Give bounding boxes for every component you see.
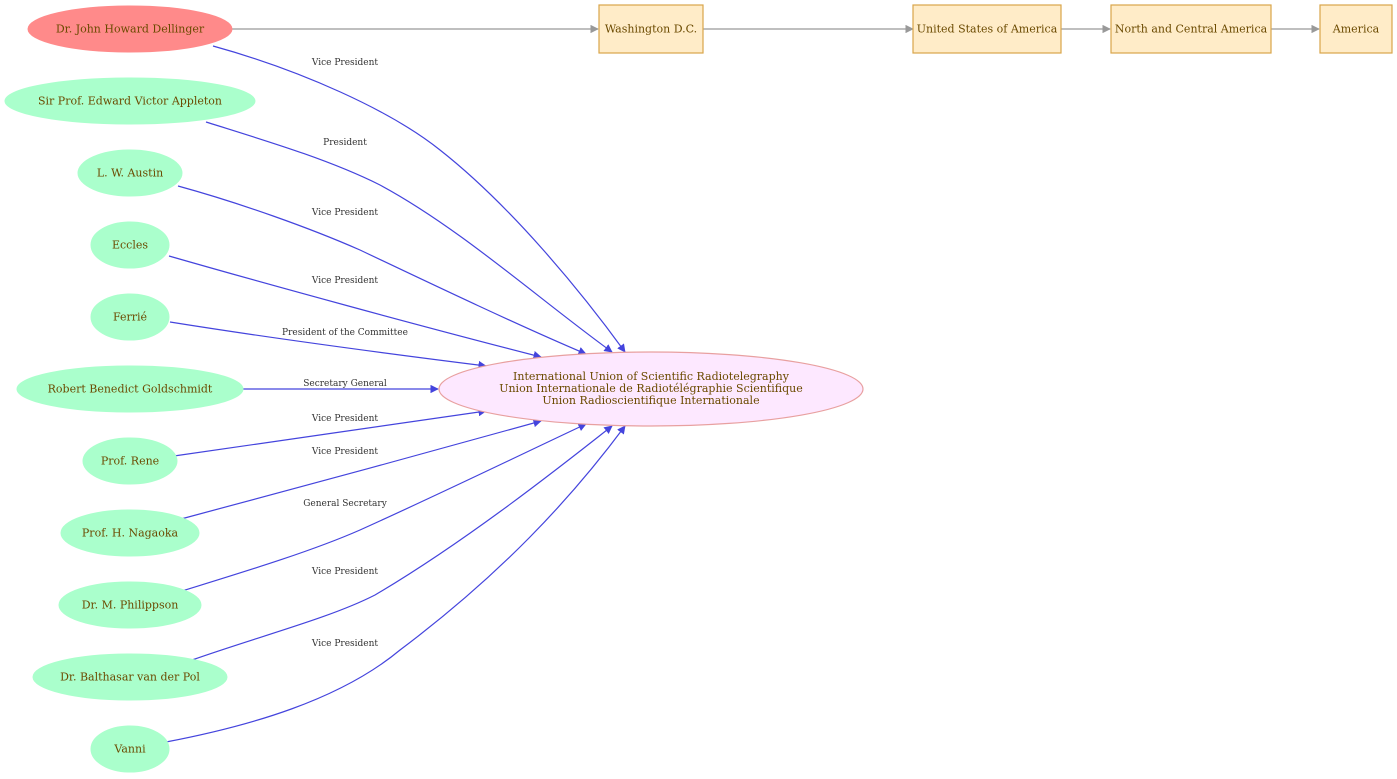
node-shape-goldschmidt	[16, 365, 244, 413]
node-person-eccles[interactable]: Eccles	[90, 221, 170, 269]
node-shape-vanni	[90, 725, 170, 773]
node-label-austin: L. W. Austin	[97, 167, 163, 180]
node-shape-vanderpol	[32, 653, 228, 701]
edge-label-ferrie: President of the Committee	[282, 328, 408, 338]
edge-label-vanderpol: Vice President	[311, 567, 379, 577]
node-shape-nagaoka	[60, 509, 200, 557]
node-shape-ferrie	[90, 293, 170, 341]
node-shape-appleton	[4, 77, 256, 125]
edge-appleton-org	[205, 121, 613, 353]
edge-label-nagaoka: Vice President	[311, 447, 379, 457]
node-label-nagaoka: Prof. H. Nagaoka	[82, 527, 179, 540]
node-label-usa: United States of America	[917, 23, 1058, 36]
node-label-nca: North and Central America	[1115, 23, 1268, 36]
edge-rene-org	[173, 407, 487, 457]
edge-label-appleton: President	[323, 138, 367, 148]
node-person-philippson[interactable]: Dr. M. Philippson	[58, 581, 202, 629]
edge-vanderpol-org	[191, 425, 613, 661]
edge-nagaoka-org	[180, 418, 542, 520]
role-edges	[165, 45, 626, 743]
node-label-philippson: Dr. M. Philippson	[82, 599, 179, 612]
node-person-austin[interactable]: L. W. Austin	[77, 149, 183, 197]
node-person-ferrie[interactable]: Ferrié	[90, 293, 170, 341]
org-name-french: Union Internationale de Radiotélégraphie…	[499, 382, 803, 395]
edge-label-goldschmidt: Secretary General	[303, 379, 387, 389]
node-label-vanderpol: Dr. Balthasar van der Pol	[60, 671, 200, 684]
place-nodes: Washington D.C. United States of America…	[598, 4, 1393, 54]
node-label-eccles: Eccles	[112, 239, 148, 252]
edge-austin-org	[177, 185, 587, 355]
node-label-main-person: Dr. John Howard Dellinger	[56, 23, 205, 36]
edge-label-eccles: Vice President	[311, 276, 379, 286]
node-shape-eccles	[90, 221, 170, 269]
node-person-nagaoka[interactable]: Prof. H. Nagaoka	[60, 509, 200, 557]
node-organization[interactable]: International Union of Scientific Radiot…	[438, 351, 864, 427]
node-label-america: America	[1332, 23, 1380, 36]
node-shape-austin	[77, 149, 183, 197]
node-shape-rene	[82, 437, 178, 485]
node-shape-main-person	[27, 5, 233, 53]
edge-labels: Vice President President Vice President …	[282, 58, 408, 649]
node-person-appleton[interactable]: Sir Prof. Edward Victor Appleton	[4, 77, 256, 125]
edge-label-dellinger: Vice President	[311, 58, 379, 68]
edge-vanni-org	[165, 425, 626, 743]
edge-label-austin: Vice President	[311, 208, 379, 218]
node-label-washington: Washington D.C.	[605, 23, 697, 36]
node-person-vanderpol[interactable]: Dr. Balthasar van der Pol	[32, 653, 228, 701]
node-label-appleton: Sir Prof. Edward Victor Appleton	[38, 95, 222, 108]
node-label-goldschmidt: Robert Benedict Goldschmidt	[48, 383, 213, 396]
node-label-ferrie: Ferrié	[113, 311, 147, 324]
node-shape-nca	[1110, 4, 1272, 54]
org-name-english: International Union of Scientific Radiot…	[513, 370, 790, 383]
edge-label-rene: Vice President	[311, 414, 379, 424]
org-name-ursi: Union Radioscientifique Internationale	[542, 394, 759, 407]
node-person-vanni[interactable]: Vanni	[90, 725, 170, 773]
node-place-nca[interactable]: North and Central America	[1110, 4, 1272, 54]
node-label-vanni: Vanni	[113, 743, 146, 756]
edge-philippson-org	[181, 423, 587, 592]
node-place-usa[interactable]: United States of America	[912, 4, 1062, 54]
edge-label-vanni: Vice President	[311, 639, 379, 649]
node-shape-washington	[598, 4, 704, 54]
node-shape-usa	[912, 4, 1062, 54]
node-person-rene[interactable]: Prof. Rene	[82, 437, 178, 485]
node-shape-america	[1319, 4, 1393, 54]
node-place-washington[interactable]: Washington D.C.	[598, 4, 704, 54]
edge-label-philippson: General Secretary	[303, 499, 387, 509]
person-nodes: Sir Prof. Edward Victor Appleton L. W. A…	[4, 77, 256, 773]
edge-dellinger-org	[212, 45, 626, 353]
node-label-rene: Prof. Rene	[101, 455, 159, 468]
node-shape-philippson	[58, 581, 202, 629]
edge-eccles-org	[168, 255, 542, 360]
node-shape-organization	[438, 351, 864, 427]
node-place-america[interactable]: America	[1319, 4, 1393, 54]
node-main-person[interactable]: Dr. John Howard Dellinger	[27, 5, 233, 53]
node-person-goldschmidt[interactable]: Robert Benedict Goldschmidt	[16, 365, 244, 413]
edge-ferrie-org	[169, 321, 487, 370]
